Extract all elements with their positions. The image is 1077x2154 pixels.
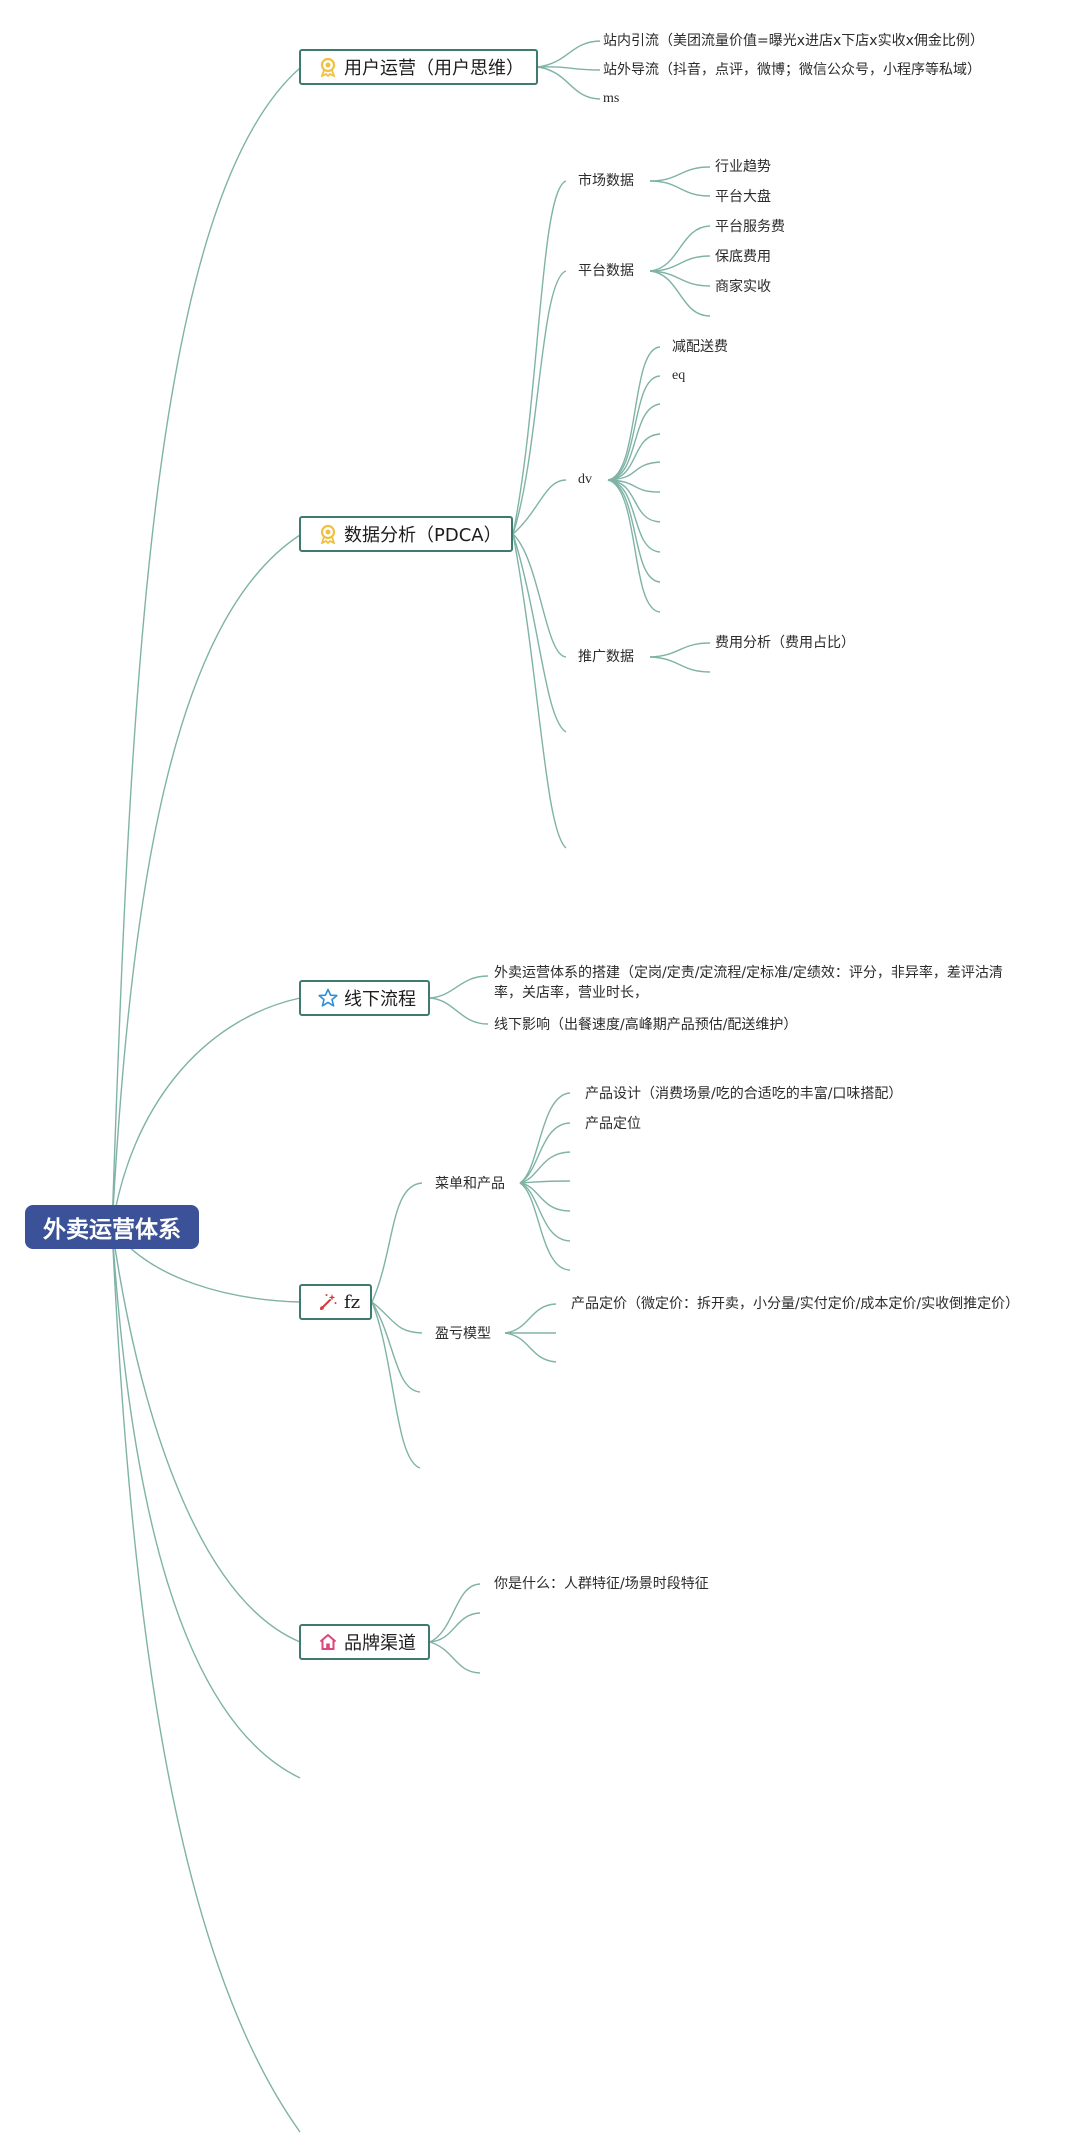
node-product-pricing[interactable]: 产品定价（微定价：拆开卖，小分量/实付定价/成本定价/实收倒推定价） [571, 1296, 1020, 1312]
node-menu-product[interactable]: 菜单和产品 [435, 1176, 505, 1192]
node-dv[interactable]: dv [578, 472, 592, 487]
topic-label: 线下流程 [344, 989, 416, 1010]
topic-label: 用户运营（用户思维） [344, 58, 524, 79]
topic-data-analysis[interactable]: 数据分析（PDCA） [299, 516, 513, 552]
topic-label: 数据分析（PDCA） [344, 525, 502, 546]
node-who-are-you[interactable]: 你是什么：人群特征/场景时段特征 [494, 1576, 709, 1592]
node-platform-service-fee[interactable]: 平台服务费 [715, 219, 785, 235]
house-icon [318, 1632, 338, 1652]
node-profit-model[interactable]: 盈亏模型 [435, 1326, 491, 1342]
node-out-site-traffic[interactable]: 站外导流（抖音，点评，微博；微信公众号，小程序等私域） [603, 62, 981, 78]
node-platform-data[interactable]: 平台数据 [578, 263, 634, 279]
topic-user-ops[interactable]: 用户运营（用户思维） [299, 49, 538, 85]
topic-offline-process[interactable]: 线下流程 [299, 980, 430, 1016]
node-reduce-delivery-fee[interactable]: 减配送费 [672, 339, 728, 355]
node-guarantee-fee[interactable]: 保底费用 [715, 249, 771, 265]
node-industry-trend[interactable]: 行业趋势 [715, 159, 771, 175]
topic-fz[interactable]: fz [299, 1284, 372, 1320]
node-platform-overview[interactable]: 平台大盘 [715, 189, 771, 205]
topic-brand-channel[interactable]: 品牌渠道 [299, 1624, 430, 1660]
node-cost-analysis[interactable]: 费用分析（费用占比） [715, 635, 855, 651]
ribbon-icon [318, 524, 338, 544]
node-product-design[interactable]: 产品设计（消费场景/吃的合适吃的丰富/口味搭配） [585, 1086, 903, 1102]
ribbon-icon [318, 57, 338, 77]
node-market-data[interactable]: 市场数据 [578, 173, 634, 189]
node-promo-data[interactable]: 推广数据 [578, 649, 634, 665]
node-merchant-income[interactable]: 商家实收 [715, 279, 771, 295]
node-ms[interactable]: ms [603, 91, 620, 106]
topic-label: fz [344, 1291, 361, 1313]
node-in-site-traffic[interactable]: 站内引流（美团流量价值=曝光x进店x下店x实收x佣金比例） [603, 33, 984, 49]
node-product-positioning[interactable]: 产品定位 [585, 1116, 641, 1132]
node-ops-system-build[interactable]: 外卖运营体系的搭建（定岗/定责/定流程/定标准/定绩效：评分，非异率，差评沽清率… [494, 965, 1003, 1001]
topic-label: 品牌渠道 [344, 1633, 416, 1654]
root-topic[interactable]: 外卖运营体系 [25, 1205, 199, 1249]
star-icon [318, 988, 338, 1008]
node-eq[interactable]: eq [672, 368, 686, 383]
magic-wand-icon [318, 1292, 338, 1312]
node-offline-impact[interactable]: 线下影响（出餐速度/高峰期产品预估/配送维护） [494, 1017, 798, 1033]
